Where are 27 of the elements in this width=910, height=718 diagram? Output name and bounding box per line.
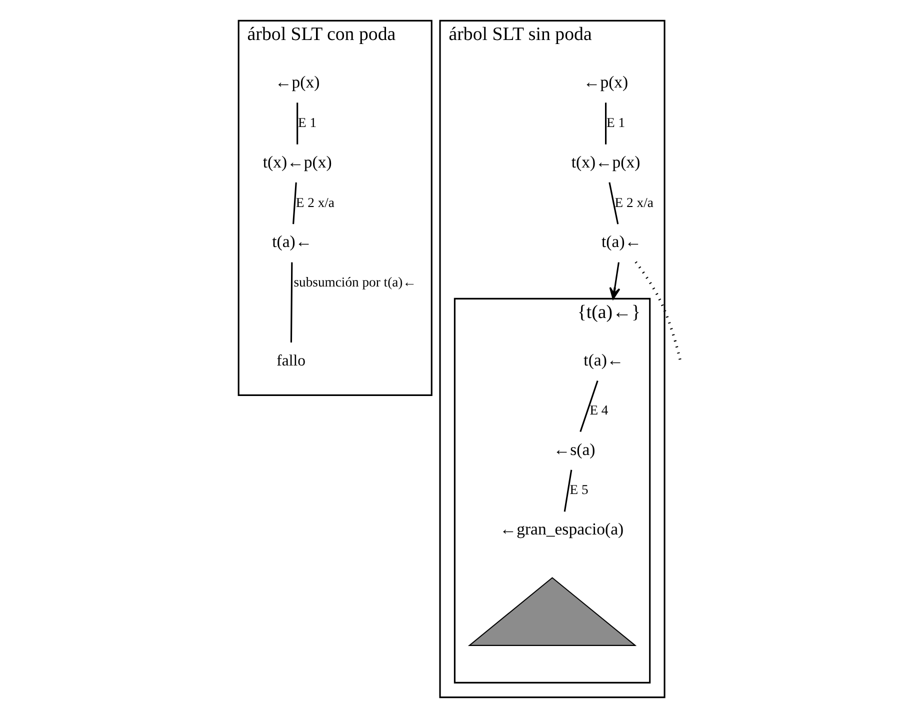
node-text: ←gran_espacio(a): [499, 520, 624, 539]
node-text: fallo: [276, 352, 305, 370]
connector: [296, 102, 298, 144]
connector: [579, 380, 598, 432]
node-text: ←p(x): [274, 72, 320, 92]
edge-label: E 2 x/a: [295, 194, 334, 210]
edge-label: E 5: [569, 482, 588, 498]
edge-label: E 2 x/a: [614, 194, 653, 210]
connector: [608, 182, 618, 224]
node-text: t(x)←p(x): [570, 152, 640, 172]
node-text: t(a)←: [583, 350, 624, 370]
node-text: t(x)←p(x): [262, 152, 332, 172]
node-text: t(a)←: [601, 232, 642, 252]
edge-label: E 1: [298, 115, 316, 130]
node-text: t(a)←: [272, 232, 312, 252]
edge-label: E 1: [606, 115, 625, 130]
connector: [634, 261, 682, 361]
connector: [563, 470, 572, 512]
arrow: [608, 262, 620, 300]
node-triangle: [467, 577, 636, 646]
node-text: ←p(x): [582, 72, 628, 92]
connector: [292, 182, 296, 224]
edge-label: E 4: [589, 402, 608, 418]
connector: [604, 102, 606, 144]
connector: [290, 262, 292, 343]
edge-label: subsumción por t(a)←: [293, 274, 416, 290]
node-text: ←s(a): [552, 440, 595, 459]
